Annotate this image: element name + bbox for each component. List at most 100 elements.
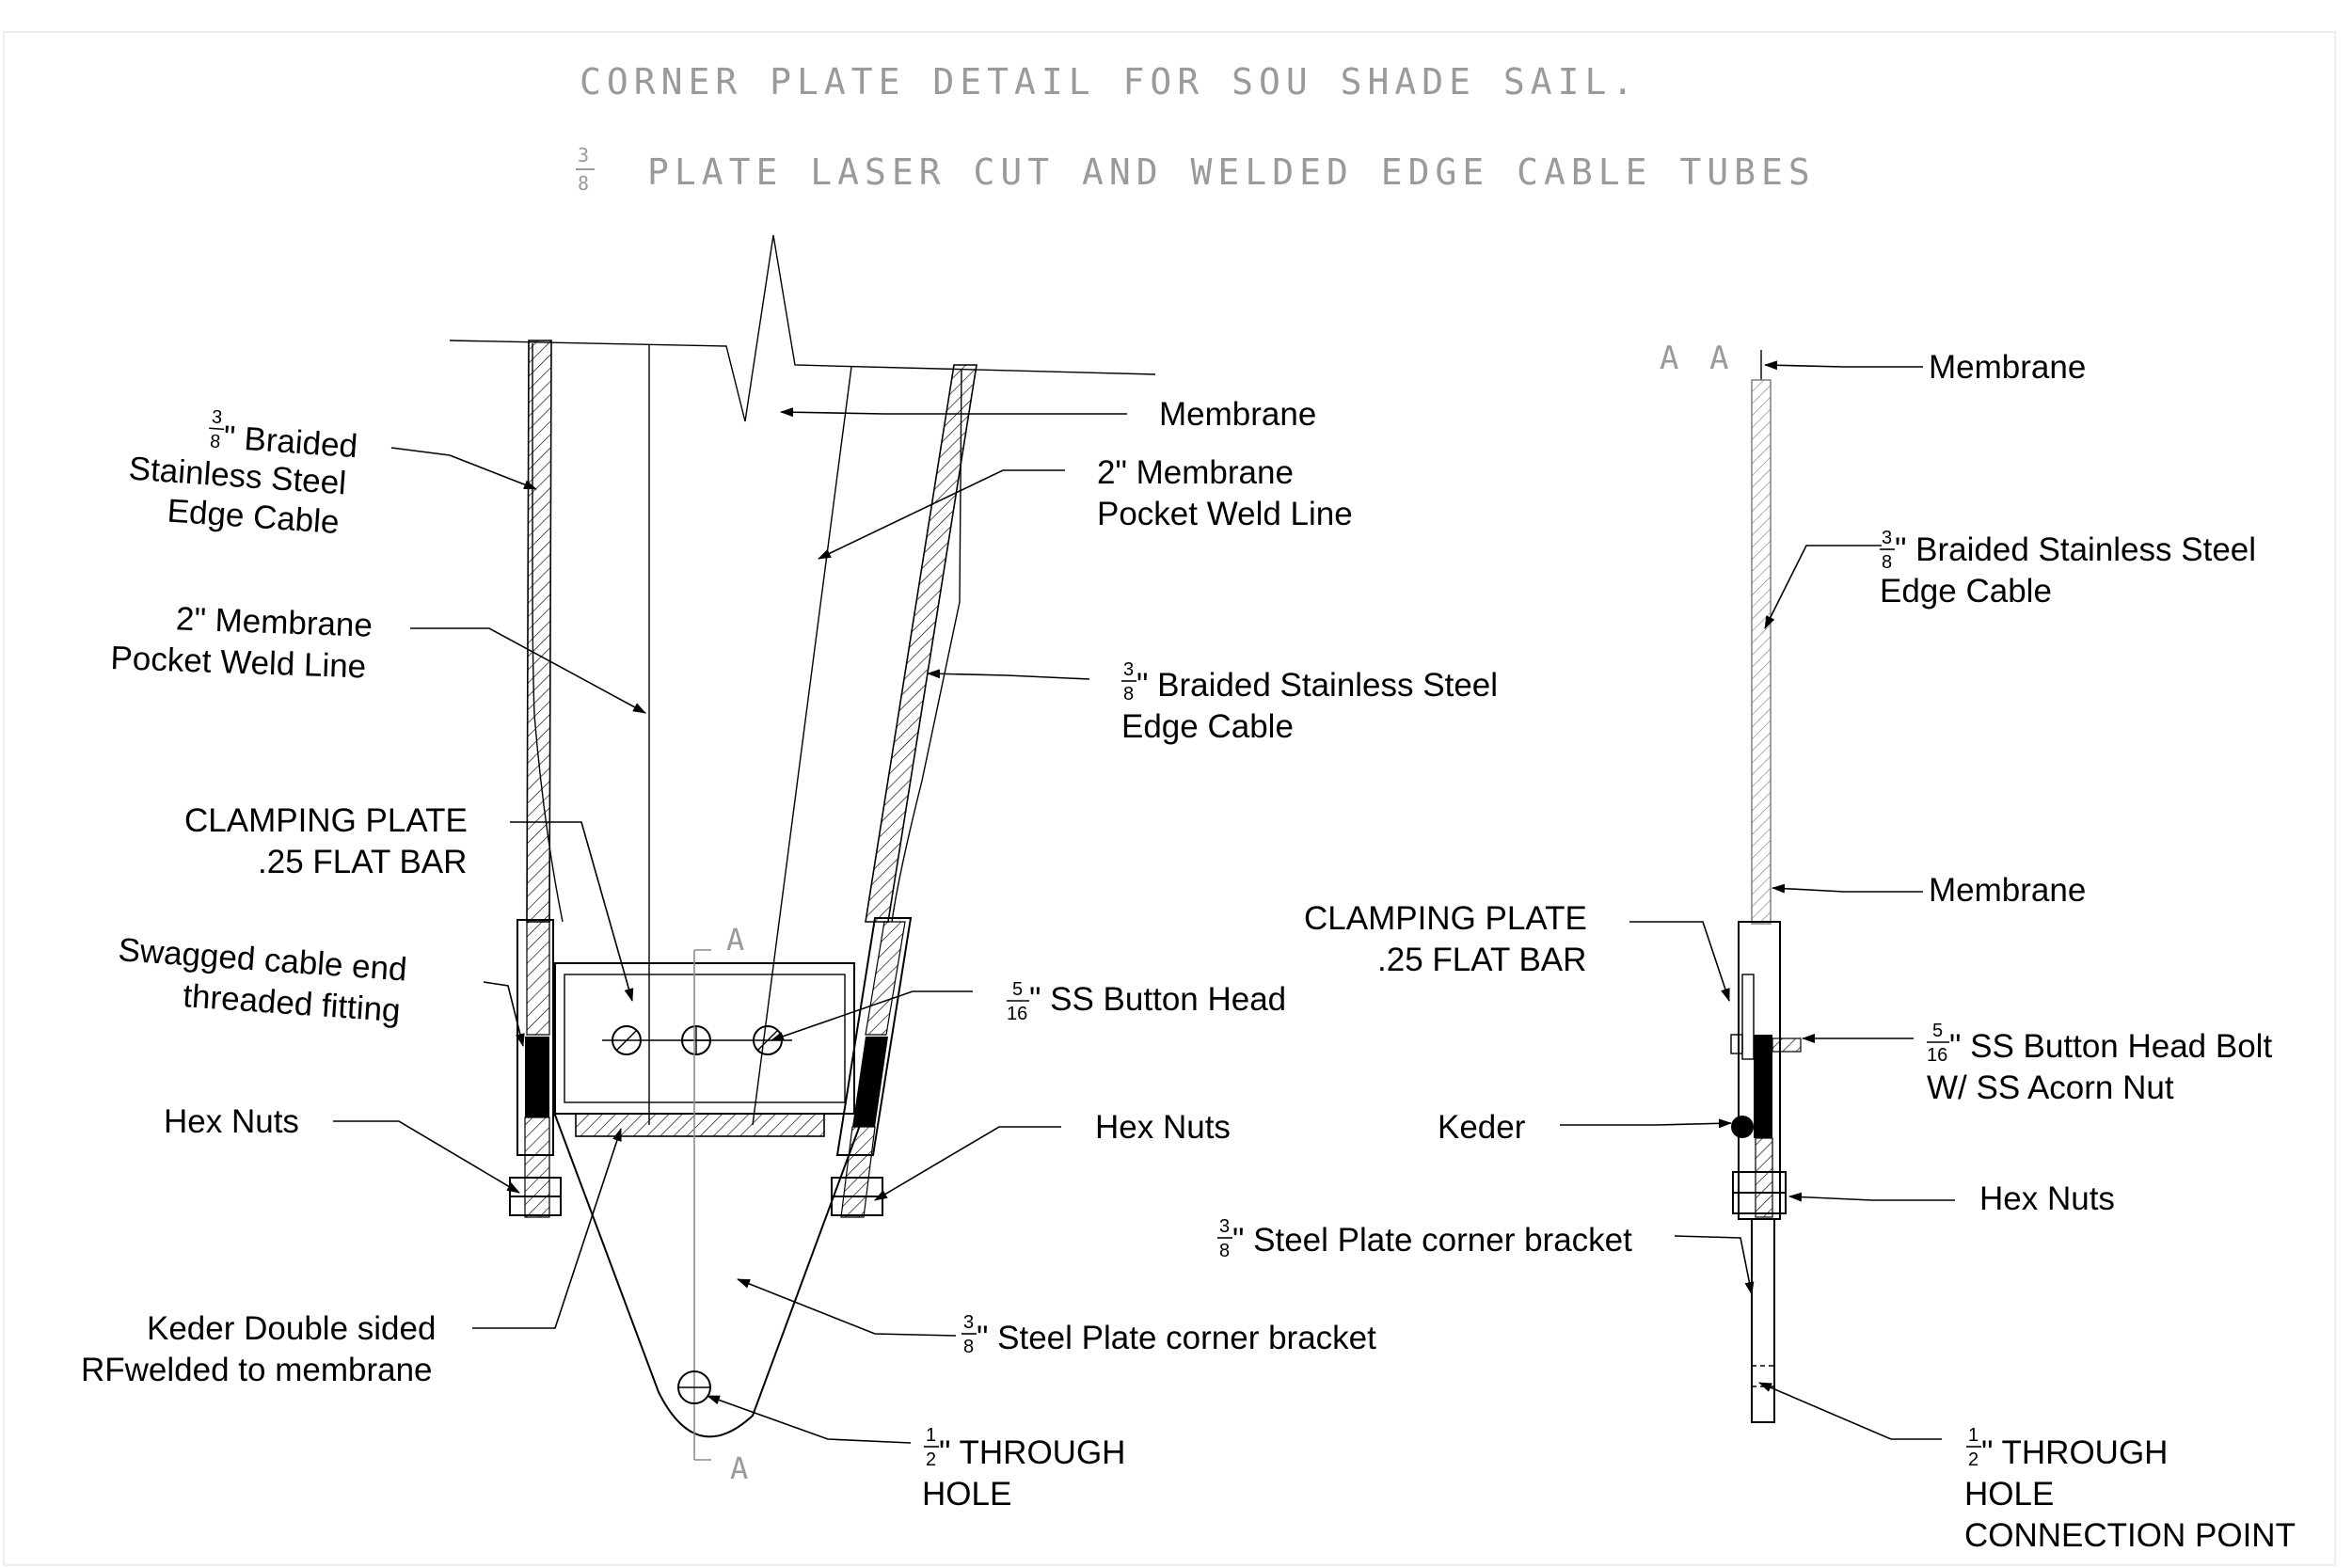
label-membrane-mid-right: Membrane — [1929, 872, 2086, 909]
left-hex-nut-2 — [509, 1196, 562, 1216]
svg-text:8: 8 — [1219, 1241, 1230, 1261]
svg-text:3: 3 — [211, 406, 223, 428]
right-cable-tube — [835, 917, 913, 1156]
left-threaded-rod — [524, 1117, 550, 1218]
svg-text:RFwelded to membrane: RFwelded to membrane — [81, 1352, 433, 1388]
svg-text:" Braided Stainless Steel: " Braided Stainless Steel — [1895, 531, 2256, 568]
label-button-head-bolt: 5 16 " SS Button Head Bolt W/ SS Acorn N… — [1927, 1021, 2272, 1106]
section-hex-nut-2 — [1732, 1192, 1787, 1214]
label-clamping-plate-right: CLAMPING PLATE .25 FLAT BAR — [1304, 900, 1587, 978]
section-threaded-rod — [1755, 1137, 1773, 1218]
label-hex-nuts-right: Hex Nuts — [1095, 1109, 1231, 1146]
svg-text:1: 1 — [1968, 1425, 1979, 1446]
svg-text:8: 8 — [209, 431, 221, 452]
label-through-hole-left: 1 2 " THROUGH HOLE — [922, 1425, 1125, 1513]
svg-text:Pocket Weld Line: Pocket Weld Line — [110, 640, 367, 685]
svg-text:" Steel Plate corner bracket: " Steel Plate corner bracket — [977, 1320, 1376, 1356]
right-view-leaders — [1560, 360, 1955, 1440]
svg-text:2" Membrane: 2" Membrane — [1097, 454, 1294, 491]
svg-text:8: 8 — [963, 1337, 974, 1357]
section-mark-top: A — [726, 922, 750, 958]
label-through-hole-right: 1 2 " THROUGH HOLE CONNECTION POINT — [1964, 1425, 2296, 1554]
sheet-border — [3, 31, 2336, 1566]
left-view-geometry — [449, 234, 1156, 1461]
svg-text:5: 5 — [1012, 979, 1023, 1000]
title-fraction-numerator: 3 — [578, 144, 595, 166]
label-clamping-plate-left: CLAMPING PLATE .25 FLAT BAR — [184, 802, 468, 880]
section-button-head — [1730, 1034, 1743, 1054]
keder-bar — [575, 1113, 825, 1137]
weld-line-right — [752, 366, 852, 1126]
label-weld-line-right: 2" Membrane Pocket Weld Line — [1097, 454, 1353, 532]
label-braided-cable-right: 3 8 " Braided Stainless Steel Edge Cable — [1121, 659, 1498, 745]
right-swaged-fitting — [852, 1037, 888, 1127]
svg-text:" THROUGH: " THROUGH — [939, 1434, 1125, 1471]
section-clamping-plate — [1741, 974, 1755, 1060]
label-braided-cable-left: 3 8 " Braided Stainless Steel Edge Cable — [128, 406, 359, 541]
svg-text:2: 2 — [1968, 1449, 1979, 1470]
title-block: CORNER PLATE DETAIL FOR SOU SHADE SAIL. … — [576, 61, 1816, 195]
label-braided-cable-section: 3 8 " Braided Stainless Steel Edge Cable — [1880, 528, 2256, 610]
title-line-2: PLATE LASER CUT AND WELDED EDGE CABLE TU… — [647, 151, 1816, 193]
break-line — [449, 234, 1156, 422]
label-weld-line-left: 2" Membrane Pocket Weld Line — [110, 600, 373, 685]
svg-text:" THROUGH: " THROUGH — [1981, 1434, 2168, 1471]
label-keder-right: Keder — [1438, 1109, 1526, 1146]
svg-text:" Braided Stainless Steel: " Braided Stainless Steel — [1136, 667, 1498, 704]
label-membrane-left-view: Membrane — [1159, 396, 1316, 433]
section-mark-bottom: A — [730, 1450, 754, 1486]
label-keder-left: Keder Double sided RFwelded to membrane — [81, 1310, 436, 1388]
label-button-head-left: 5 16 " SS Button Head — [1007, 979, 1286, 1024]
svg-text:CLAMPING PLATE: CLAMPING PLATE — [184, 802, 468, 839]
svg-text:" SS Button Head: " SS Button Head — [1029, 981, 1286, 1018]
svg-text:.25 FLAT BAR: .25 FLAT BAR — [258, 844, 467, 880]
right-view-geometry — [1730, 350, 1802, 1423]
svg-text:3: 3 — [1219, 1216, 1230, 1237]
clamping-plate — [554, 962, 855, 1115]
section-keder — [1731, 1116, 1754, 1138]
svg-text:Edge Cable: Edge Cable — [1880, 573, 2052, 610]
svg-text:5: 5 — [1932, 1021, 1943, 1041]
label-swagged-fitting: Swagged cable end threaded fitting — [117, 931, 407, 1029]
svg-text:" SS Button Head Bolt: " SS Button Head Bolt — [1949, 1028, 2272, 1065]
svg-text:8: 8 — [1882, 552, 1892, 573]
section-steel-plate — [1751, 1218, 1775, 1423]
svg-text:Pocket Weld Line: Pocket Weld Line — [1097, 496, 1353, 532]
svg-text:Keder Double sided: Keder Double sided — [147, 1310, 436, 1347]
label-hex-nuts-left: Hex Nuts — [164, 1103, 299, 1140]
through-hole — [677, 1370, 711, 1404]
svg-text:Edge Cable: Edge Cable — [1121, 708, 1294, 745]
svg-text:CONNECTION POINT: CONNECTION POINT — [1964, 1517, 2296, 1554]
button-head-bolts — [602, 1025, 792, 1055]
section-swaged-fitting — [1754, 1035, 1772, 1138]
svg-text:W/ SS Acorn Nut: W/ SS Acorn Nut — [1927, 1069, 2174, 1106]
svg-text:" Steel Plate corner bracket: " Steel Plate corner bracket — [1232, 1222, 1632, 1259]
svg-text:3: 3 — [1882, 528, 1892, 548]
section-edge-cable — [1751, 379, 1772, 925]
svg-text:16: 16 — [1927, 1045, 1947, 1066]
section-aa-label: A A — [1660, 340, 1734, 377]
right-threaded-rod — [840, 1126, 876, 1218]
label-steel-plate-left: 3 8 " Steel Plate corner bracket — [961, 1312, 1376, 1357]
svg-text:HOLE: HOLE — [922, 1476, 1011, 1513]
left-view-leaders — [333, 407, 1127, 1444]
section-bolt-thread — [1772, 1037, 1802, 1053]
left-swaged-fitting — [525, 1037, 549, 1117]
title-fraction-denominator: 8 — [578, 172, 595, 195]
label-hex-nuts-section: Hex Nuts — [1979, 1180, 2115, 1217]
pocket-outline-left — [532, 343, 564, 923]
svg-text:CLAMPING PLATE: CLAMPING PLATE — [1304, 900, 1587, 937]
svg-text:2" Membrane: 2" Membrane — [175, 600, 373, 643]
svg-text:3: 3 — [1123, 659, 1134, 680]
svg-text:Swagged cable end: Swagged cable end — [117, 931, 407, 988]
pocket-outline-right — [891, 368, 962, 923]
svg-text:16: 16 — [1007, 1004, 1027, 1024]
svg-text:3: 3 — [963, 1312, 974, 1333]
svg-text:.25 FLAT BAR: .25 FLAT BAR — [1377, 942, 1586, 978]
label-steel-plate-right: 3 8 " Steel Plate corner bracket — [1217, 1216, 1632, 1261]
right-edge-cable — [865, 364, 977, 923]
svg-text:1: 1 — [926, 1425, 936, 1446]
svg-text:2: 2 — [926, 1449, 936, 1470]
corner-bracket-outline — [552, 1109, 866, 1438]
